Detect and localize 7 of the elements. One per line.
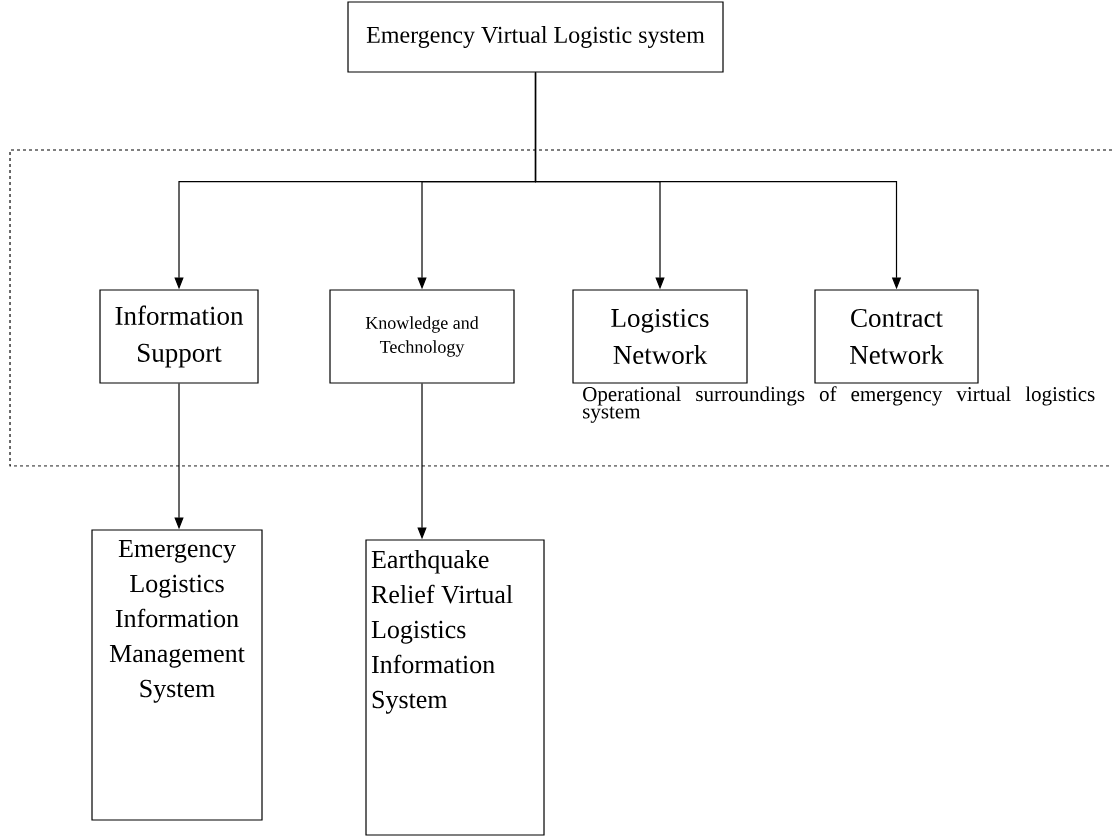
process-box: Emergency Virtual Logistic system <box>347 1 724 73</box>
process-box: Knowledge and Technology <box>329 289 515 384</box>
process-box: Emergency Logistics Information Management System <box>91 529 263 821</box>
process-box: Contract Network <box>814 289 979 384</box>
process-box: Logistics Network <box>572 289 748 384</box>
process-box: Information Support <box>99 289 259 384</box>
process-box: Earthquake Relief Virtual Logistics Information System <box>365 539 545 836</box>
